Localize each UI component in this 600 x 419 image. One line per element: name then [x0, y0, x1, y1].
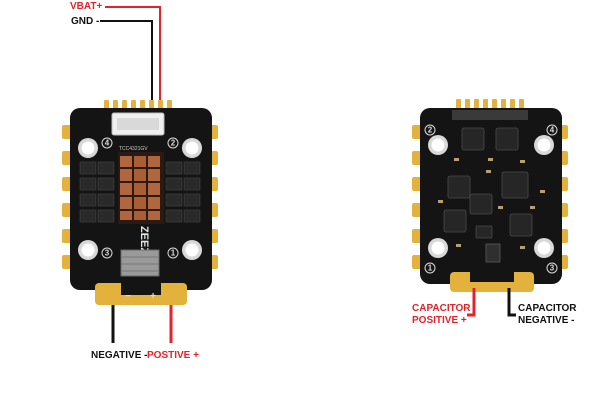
back-motor-numbers: 2 4 1 3: [424, 124, 558, 274]
gnd-label: GND -: [71, 16, 99, 27]
front-brand-logo: ZEEZ: [138, 226, 150, 254]
front-motor-number: 3: [105, 249, 110, 258]
capacitor-positive-label-2: POSITIVE +: [412, 315, 467, 326]
vbat-label: VBAT+: [70, 1, 102, 12]
pad-plus-label: +: [150, 291, 156, 302]
back-board: 2 4 1 3: [412, 99, 577, 326]
front-motor-number: 2: [171, 139, 176, 148]
negative-label: NEGATIVE -: [91, 350, 147, 361]
back-motor-number: 3: [550, 264, 555, 273]
capacitor-negative-label-2: NEGATIVE -: [518, 315, 574, 326]
pad-minus-label: −: [125, 291, 131, 302]
front-mosfets: [79, 161, 201, 223]
capacitor-negative-wire: [507, 288, 516, 317]
capacitor-positive-label-1: CAPACITOR: [412, 303, 471, 314]
capacitor-positive-wire: [467, 288, 476, 317]
front-motor-number: 4: [105, 139, 110, 148]
front-board: VBAT+ GND -: [62, 1, 218, 361]
positive-label: POSTIVE +: [147, 350, 199, 361]
gnd-wire: [100, 20, 153, 104]
back-motor-number: 1: [428, 264, 433, 273]
vbat-wire: [105, 6, 161, 104]
back-smd-components: [438, 158, 545, 249]
back-motor-number: 2: [428, 126, 433, 135]
capacitor-negative-label-1: CAPACITOR: [518, 303, 577, 314]
back-motor-number: 4: [550, 126, 555, 135]
back-mounting-holes: [428, 135, 554, 258]
front-bus-bars: [118, 152, 164, 224]
front-chip-marking: TCC4321GV: [119, 146, 148, 152]
front-mounting-holes: [78, 138, 202, 260]
front-motor-number: 1: [171, 249, 176, 258]
back-chips: [443, 127, 533, 239]
front-motor-numbers: 4 2 3 1: [101, 137, 179, 259]
front-regulator: [120, 249, 160, 277]
